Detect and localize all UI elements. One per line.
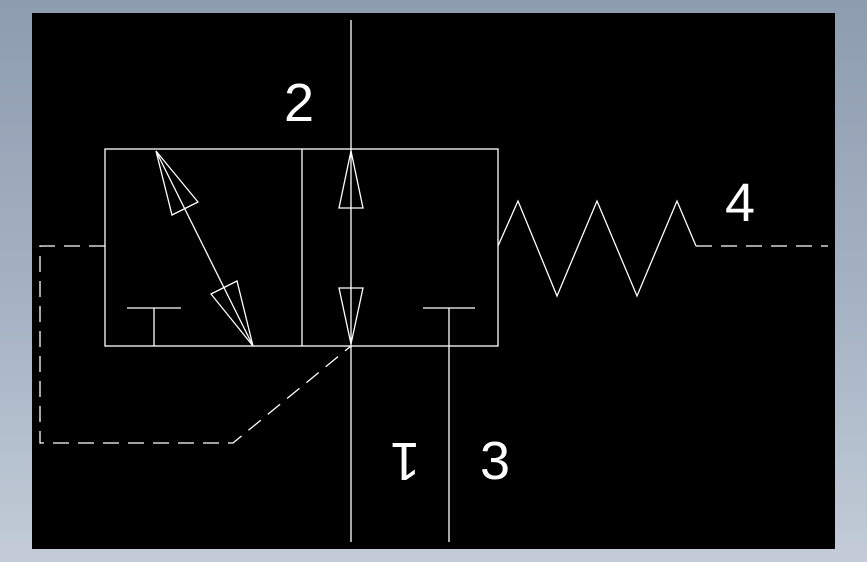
spring-symbol: [497, 199, 697, 298]
diagonal-arrow-down-icon: [209, 280, 254, 347]
diagonal-arrow-up-icon: [155, 150, 200, 216]
port-4-label: 4: [725, 173, 756, 233]
vertical-arrow-down-icon: [338, 287, 364, 345]
port-1-label: 1: [390, 431, 421, 491]
vertical-arrow-up-icon: [338, 150, 364, 209]
port-3-label: 3: [480, 431, 511, 491]
pilot-dashed-line: [39, 245, 352, 444]
cad-viewport[interactable]: [32, 13, 835, 549]
port-2-label: 2: [284, 73, 315, 133]
diagonal-flow-line: [155, 150, 254, 347]
